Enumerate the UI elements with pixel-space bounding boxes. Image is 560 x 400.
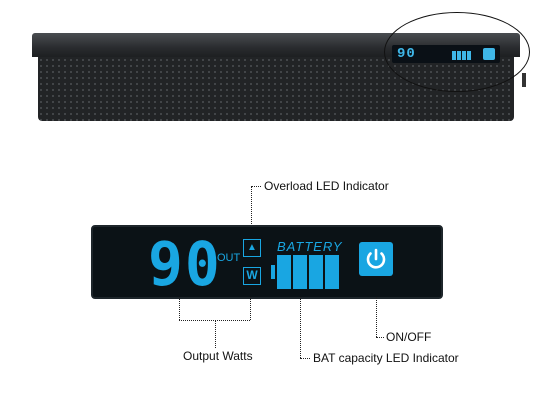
battery-leader-vertical xyxy=(300,297,301,358)
overload-leader-vertical xyxy=(251,186,252,224)
battery-callout: BAT capacity LED Indicator xyxy=(313,351,459,365)
battery-leader-horizontal xyxy=(300,358,310,359)
power-button[interactable] xyxy=(359,242,393,276)
power-icon xyxy=(366,248,386,269)
watts-leader-down xyxy=(215,320,216,348)
watts-leader-right xyxy=(250,297,251,320)
highlight-ellipse xyxy=(384,12,530,92)
overload-leader-horizontal xyxy=(251,186,261,187)
power-leader-vertical xyxy=(376,297,377,337)
output-watts-value: 90 xyxy=(148,228,222,300)
power-leader-horizontal xyxy=(376,337,384,338)
out-label: OUT xyxy=(217,252,241,264)
overload-triangle-icon: ▲ xyxy=(243,239,261,257)
watt-icon: W xyxy=(243,267,261,285)
watts-leader-horizontal xyxy=(179,320,250,321)
battery-label: BATTERY xyxy=(277,239,343,254)
device-side-port xyxy=(522,73,526,87)
output-watts-callout: Output Watts xyxy=(183,349,253,363)
overload-callout: Overload LED Indicator xyxy=(264,179,389,193)
battery-cell-4 xyxy=(325,255,339,289)
battery-terminal xyxy=(271,265,275,279)
display-panel: 90 OUT ▲ W BATTERY xyxy=(91,225,443,299)
battery-cell-2 xyxy=(293,255,307,289)
watts-leader-left xyxy=(179,297,180,320)
battery-cell-3 xyxy=(309,255,323,289)
power-callout: ON/OFF xyxy=(386,330,432,344)
battery-cell-1 xyxy=(277,255,291,289)
